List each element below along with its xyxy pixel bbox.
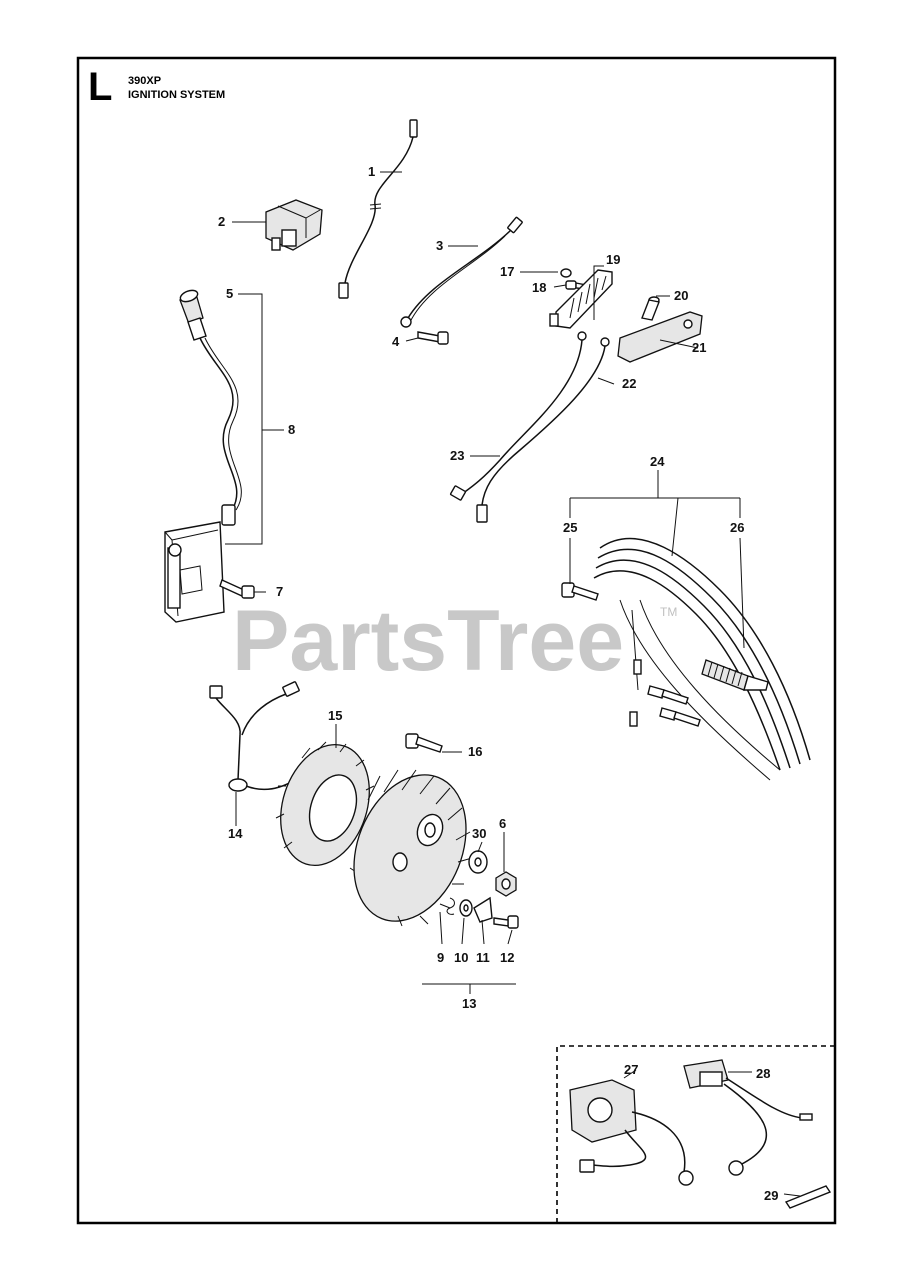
part-28-ignition-module[interactable] bbox=[683, 1059, 813, 1176]
part-19-bracket[interactable] bbox=[549, 269, 613, 329]
part-15-stator[interactable] bbox=[266, 733, 384, 877]
part-23-wire[interactable] bbox=[449, 331, 587, 501]
part-4-screw[interactable] bbox=[417, 331, 449, 345]
part-27-ignition-module[interactable] bbox=[569, 1079, 694, 1186]
part-21-plate[interactable] bbox=[617, 311, 703, 363]
flywheel[interactable] bbox=[333, 758, 486, 938]
diagram-frame bbox=[76, 56, 837, 1225]
callout-4: 4 bbox=[392, 334, 400, 349]
part-30-washer[interactable] bbox=[468, 850, 488, 874]
callout-2: 2 bbox=[218, 214, 225, 229]
part-20-pin[interactable] bbox=[641, 296, 660, 321]
callout-labels: 1 2 3 4 5 6 7 8 9 10 11 12 13 14 15 16 1… bbox=[218, 164, 778, 1203]
callout-23: 23 bbox=[450, 448, 464, 463]
callout-16: 16 bbox=[468, 744, 482, 759]
callout-24: 24 bbox=[650, 454, 665, 469]
callout-6: 6 bbox=[499, 816, 506, 831]
callout-7: 7 bbox=[276, 584, 283, 599]
part-6-nut[interactable] bbox=[495, 871, 517, 897]
part-3-wire[interactable] bbox=[400, 216, 523, 328]
part-1-wire[interactable] bbox=[338, 119, 418, 299]
callout-21: 21 bbox=[692, 340, 706, 355]
part-17-washer[interactable] bbox=[560, 268, 572, 278]
watermark: PartsTree bbox=[232, 593, 624, 689]
part-5-spark-plug-cap[interactable] bbox=[179, 288, 207, 341]
part-26-spring[interactable] bbox=[701, 659, 769, 691]
callout-19: 19 bbox=[606, 252, 620, 267]
part-11-pawl[interactable] bbox=[473, 896, 493, 923]
callout-18: 18 bbox=[532, 280, 546, 295]
callout-10: 10 bbox=[454, 950, 468, 965]
callout-22: 22 bbox=[622, 376, 636, 391]
callout-25: 25 bbox=[563, 520, 577, 535]
callout-15: 15 bbox=[328, 708, 342, 723]
callout-5: 5 bbox=[226, 286, 233, 301]
part-2-switch[interactable] bbox=[265, 199, 323, 251]
page-title: IGNITION SYSTEM bbox=[128, 89, 225, 101]
callout-8: 8 bbox=[288, 422, 295, 437]
leader-lines bbox=[225, 171, 801, 1197]
callout-26: 26 bbox=[730, 520, 744, 535]
part-8-ignition-coil[interactable] bbox=[164, 337, 242, 623]
part-25-screw[interactable] bbox=[561, 582, 701, 727]
part-24-handle-wiring[interactable] bbox=[593, 537, 811, 781]
part-14-grommet-wires[interactable] bbox=[209, 681, 311, 792]
callout-14: 14 bbox=[228, 826, 243, 841]
callout-30: 30 bbox=[472, 826, 486, 841]
callout-29: 29 bbox=[764, 1188, 778, 1203]
callout-28: 28 bbox=[756, 1066, 770, 1081]
part-16-screw[interactable] bbox=[405, 733, 443, 753]
part-10-washer[interactable] bbox=[459, 899, 473, 917]
part-12-screw[interactable] bbox=[493, 915, 519, 929]
inset-frame-dashed bbox=[556, 1045, 835, 1223]
callout-1: 1 bbox=[368, 164, 375, 179]
part-29-bracket[interactable] bbox=[784, 1185, 832, 1209]
callout-13: 13 bbox=[462, 996, 476, 1011]
callout-17: 17 bbox=[500, 264, 514, 279]
callout-12: 12 bbox=[500, 950, 514, 965]
callout-11: 11 bbox=[476, 950, 490, 965]
part-22-wire[interactable] bbox=[476, 337, 610, 523]
part-9-spring[interactable] bbox=[446, 897, 455, 915]
callout-3: 3 bbox=[436, 238, 443, 253]
model-number: 390XP bbox=[128, 75, 161, 87]
section-letter: L bbox=[88, 65, 112, 109]
callout-9: 9 bbox=[437, 950, 444, 965]
watermark-trademark: TM bbox=[660, 605, 677, 619]
callout-20: 20 bbox=[674, 288, 688, 303]
callout-27: 27 bbox=[624, 1062, 638, 1077]
